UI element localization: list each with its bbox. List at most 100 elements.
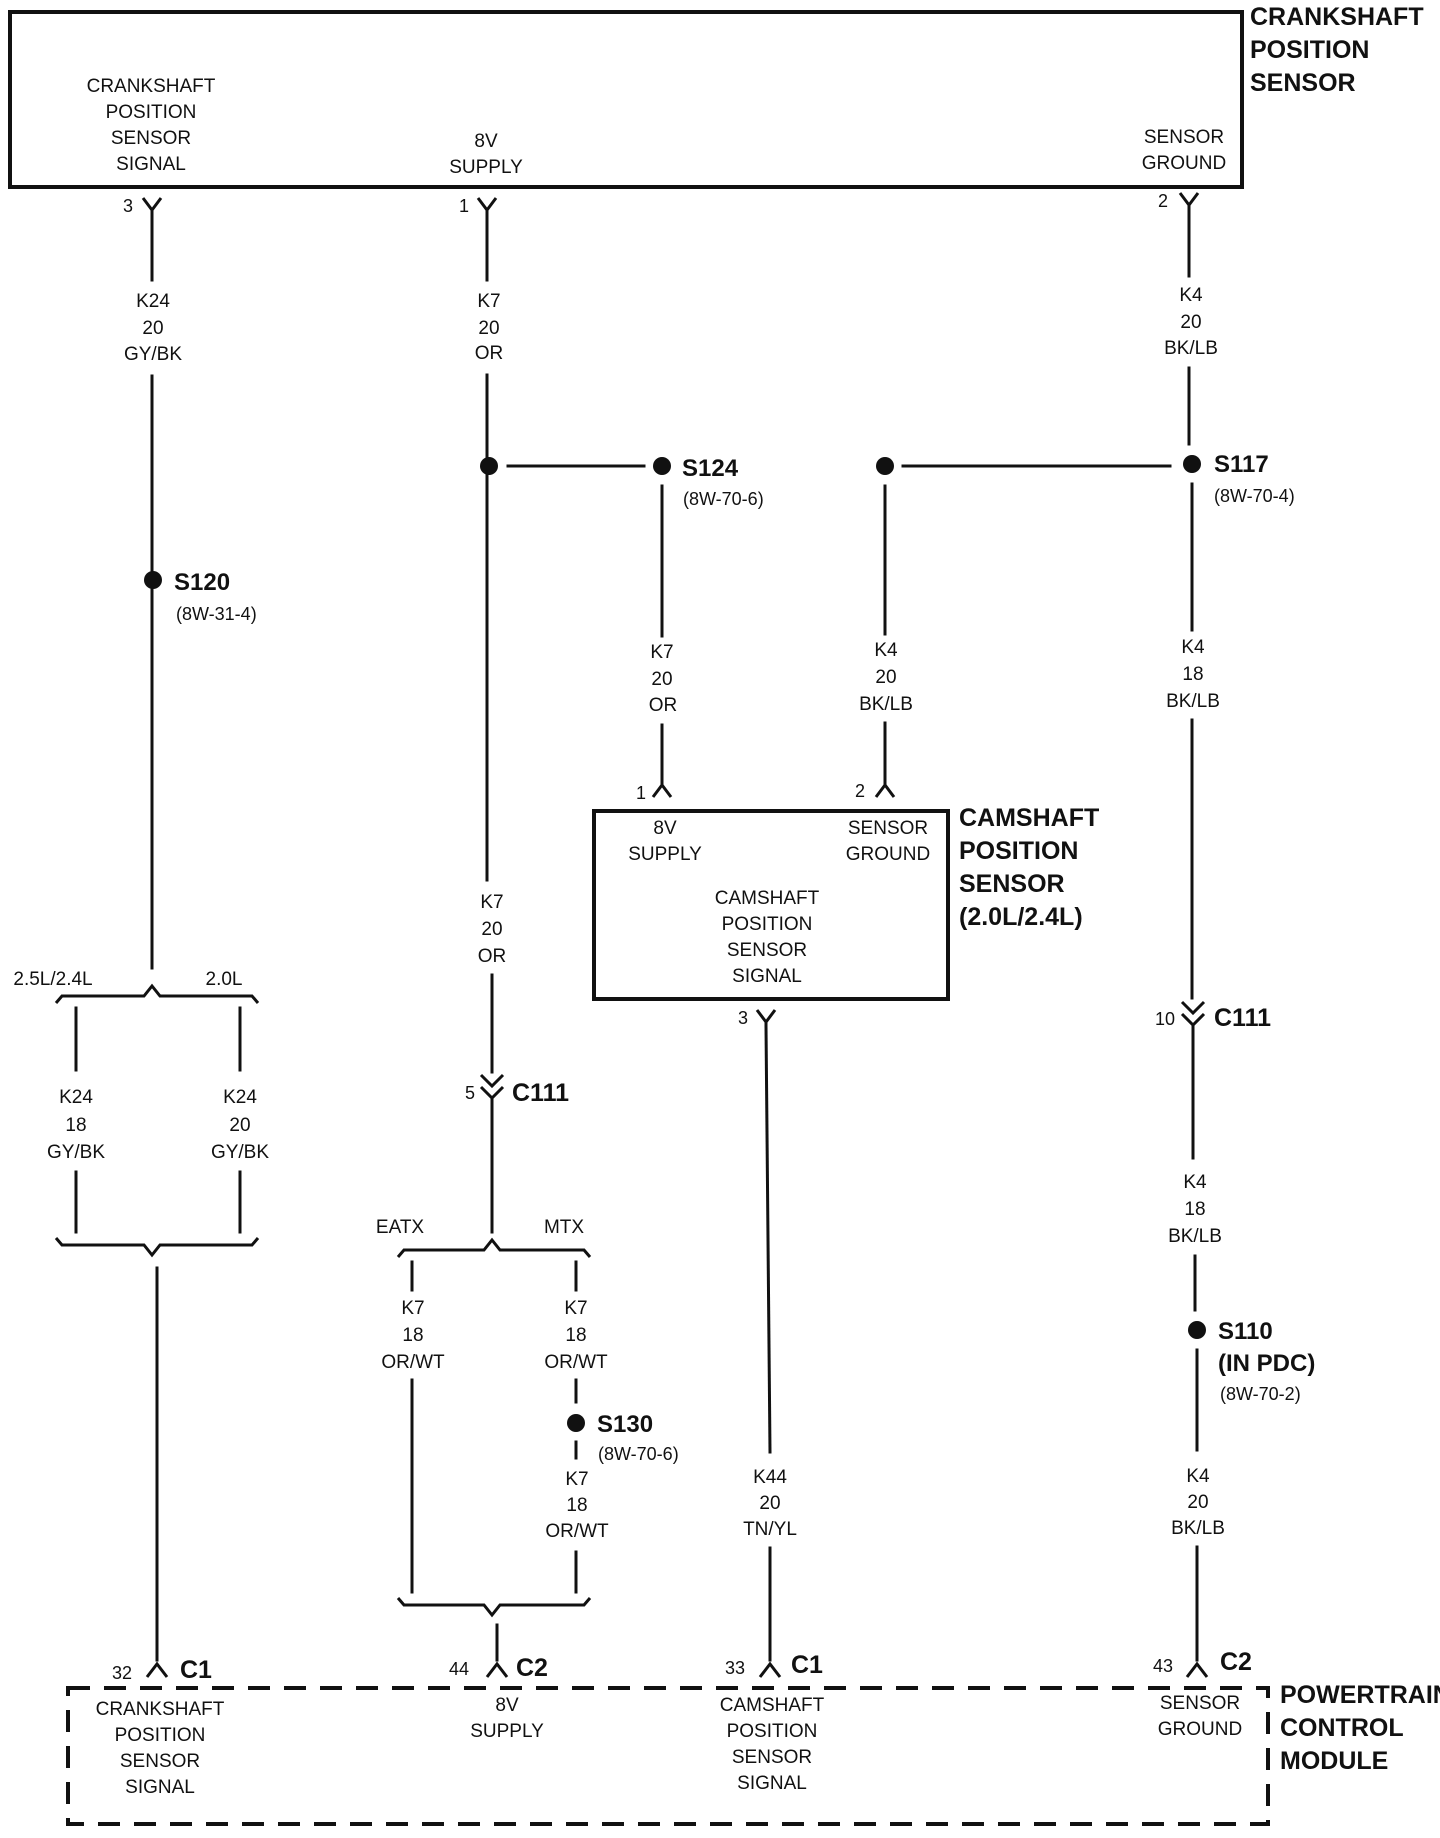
pcm-title-3: MODULE [1280, 1747, 1388, 1775]
wire-k24-18-code: K24 [59, 1087, 93, 1108]
wire-k7-mid-color: OR [478, 946, 507, 967]
splice-s120-ref: (8W-31-4) [176, 604, 257, 624]
cmp-pin-supply-label-2: SUPPLY [628, 844, 702, 865]
pcm-connector-pin33 [758, 1661, 782, 1678]
splice-s130-name: S130 [597, 1411, 653, 1438]
cmp-pin-ground-label-2: GROUND [846, 844, 930, 865]
camshaft-sensor-title-1: CAMSHAFT [959, 804, 1099, 832]
crankshaft-position-sensor: CRANKSHAFT POSITION SENSOR CRANKSHAFT PO… [8, 3, 1424, 216]
crankshaft-sensor-title-2: POSITION [1250, 36, 1369, 64]
ckp-pin-number-signal: 3 [123, 196, 133, 216]
branch-label-eatx: EATX [376, 1217, 425, 1238]
powertrain-control-module: POWERTRAIN CONTROL MODULE 32 C1 44 C2 33… [66, 1648, 1440, 1826]
c111-pin5-connector [479, 1073, 505, 1101]
ckp-pin-supply-label-1: 8V [474, 131, 498, 152]
splice-s120-name: S120 [174, 569, 230, 596]
cmp-pin-supply-label-1: 8V [653, 818, 677, 839]
cam-signal-circuit: K44 20 TN/YL [743, 1024, 797, 1662]
pcm-pin-ground-label-1: SENSOR [1160, 1693, 1240, 1714]
camshaft-feed-circuit: K7 20 OR K4 20 BK/LB [649, 457, 1172, 785]
pcm-pin-cam-label-3: SENSOR [732, 1747, 812, 1768]
ground-circuit: K4 20 BK/LB S117 (8W-70-4) K4 18 BK/LB 1… [1155, 207, 1315, 1662]
pcm-pin-crank-label-1: CRANKSHAFT [96, 1699, 225, 1720]
wire-k24-color: GY/BK [124, 344, 182, 365]
wire-k4-cam-gauge: 20 [875, 667, 896, 688]
join-bracket-bottom [54, 1237, 260, 1258]
pcm-connector-crank: C1 [180, 1656, 212, 1684]
camshaft-sensor-title-4: (2.0L/2.4L) [959, 903, 1083, 931]
camshaft-sensor-box [592, 809, 950, 1001]
wire-k24-20-gauge: 20 [229, 1115, 250, 1136]
wire-k4-cam-color: BK/LB [859, 694, 913, 715]
crank-signal-circuit: K24 20 GY/BK S120 (8W-31-4) 2.5L/2.4L 2.… [13, 212, 269, 1662]
ckp-connector-pin1 [476, 197, 498, 214]
wire-k4-low-gauge: 18 [1184, 1199, 1205, 1220]
branch-label-2-0l: 2.0L [206, 969, 243, 990]
camshaft-position-sensor: 1 2 CAMSHAFT POSITION SENSOR (2.0L/2.4L)… [592, 781, 1099, 1028]
pcm-pin-number-crank: 32 [112, 1663, 132, 1683]
wire-k7-color: OR [475, 343, 504, 364]
cam-ground-junction-dot [876, 457, 894, 475]
wire-k7-eatx-color: OR/WT [381, 1352, 445, 1373]
splice-s110-ref: (8W-70-2) [1220, 1384, 1301, 1404]
pcm-connector-ground: C2 [1220, 1648, 1252, 1676]
camshaft-sensor-title-3: SENSOR [959, 870, 1065, 898]
pcm-pin-number-cam: 33 [725, 1658, 745, 1678]
cmp-connector-pin1 [651, 782, 673, 798]
pcm-pin-cam-label-2: POSITION [727, 1721, 818, 1742]
wire-k7-eatx-code: K7 [401, 1298, 424, 1319]
pcm-title-2: CONTROL [1280, 1714, 1404, 1742]
wire-k7-s130-code: K7 [565, 1469, 588, 1490]
wire-k4-bottom-gauge: 20 [1187, 1492, 1208, 1513]
wire-k4-cam-code: K4 [874, 640, 898, 661]
ckp-pin-signal-label-1: CRANKSHAFT [87, 76, 216, 97]
splice-s117-name: S117 [1214, 451, 1269, 478]
cmp-pin-number-supply: 1 [636, 783, 646, 803]
splice-s130-dot [567, 1414, 585, 1432]
pcm-pin-crank-label-4: SIGNAL [125, 1777, 195, 1798]
wire-k4-bottom-code: K4 [1186, 1466, 1210, 1487]
split-bracket-supply [396, 1237, 592, 1258]
pcm-pin-supply-label-2: SUPPLY [470, 1721, 544, 1742]
wire-k44-gauge: 20 [759, 1493, 780, 1514]
ckp-connector-pin3 [141, 197, 163, 214]
pcm-connector-cam: C1 [791, 1651, 823, 1679]
split-bracket-top [54, 983, 260, 1004]
pcm-pin-cam-label-4: SIGNAL [737, 1773, 807, 1794]
splice-s124-dot [653, 457, 671, 475]
ckp-pin-signal-label-3: SENSOR [111, 128, 191, 149]
splice-s110-name: S110 [1218, 1318, 1273, 1345]
pcm-title-1: POWERTRAIN [1280, 1681, 1440, 1709]
wire-k4-mid-color: BK/LB [1166, 691, 1220, 712]
pcm-box [66, 1686, 1270, 1826]
crankshaft-sensor-box [8, 10, 1244, 189]
cmp-pin-signal-label-4: SIGNAL [732, 966, 802, 987]
wire-k7-mtx-code: K7 [564, 1298, 587, 1319]
wire-k4-mid-code: K4 [1181, 637, 1205, 658]
splice-s117-dot [1183, 455, 1201, 473]
crankshaft-sensor-title-1: CRANKSHAFT [1250, 3, 1424, 31]
wire-k7-mid-gauge: 20 [481, 919, 502, 940]
splice-s117-ref: (8W-70-4) [1214, 486, 1295, 506]
wire-k4-mid-gauge: 18 [1182, 664, 1203, 685]
wire-k7-mid-code: K7 [480, 892, 503, 913]
ckp-pin-ground-label-1: SENSOR [1144, 127, 1224, 148]
crankshaft-sensor-title-3: SENSOR [1250, 69, 1356, 97]
wire-k24-18-gauge: 18 [65, 1115, 86, 1136]
pcm-pin-crank-label-3: SENSOR [120, 1751, 200, 1772]
ckp-pin-number-ground: 2 [1158, 191, 1168, 211]
wire-k7-s130-color: OR/WT [545, 1521, 609, 1542]
branch-label-2-5l-2-4l: 2.5L/2.4L [13, 969, 92, 990]
wire-k24-18-color: GY/BK [47, 1142, 105, 1163]
pcm-pin-number-ground: 43 [1153, 1656, 1173, 1676]
ckp-pin-signal-label-2: POSITION [106, 102, 197, 123]
pcm-connector-pin44 [485, 1661, 509, 1678]
cmp-pin-number-signal: 3 [738, 1008, 748, 1028]
camshaft-sensor-title-2: POSITION [959, 837, 1078, 865]
pcm-pin-supply-label-1: 8V [495, 1695, 519, 1716]
splice-s130-ref: (8W-70-6) [598, 1444, 679, 1464]
cmp-pin-signal-label-2: POSITION [722, 914, 813, 935]
splice-s124-name: S124 [682, 455, 739, 482]
cmp-pin-ground-label-1: SENSOR [848, 818, 928, 839]
